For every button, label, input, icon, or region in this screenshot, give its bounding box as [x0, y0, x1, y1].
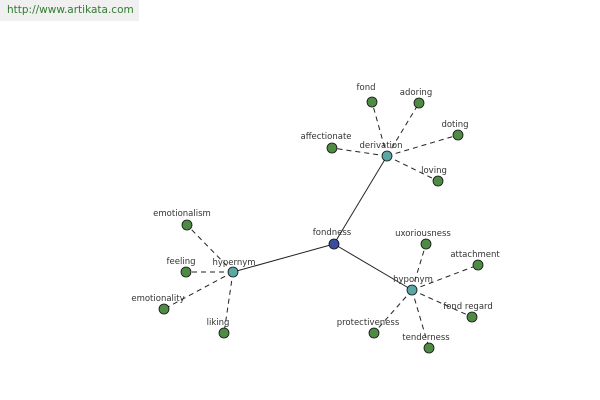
term-emotionalism-label: emotionalism [153, 209, 211, 219]
edge-derivation-loving [386, 155, 439, 182]
term-uxoriousness-node[interactable] [420, 238, 432, 250]
term-liking-node[interactable] [218, 327, 230, 339]
relation-derivation-label: derivation [359, 141, 402, 151]
term-protectiveness-node[interactable] [368, 327, 380, 339]
term-attachment-label: attachment [450, 250, 500, 260]
edge-root-derivation [333, 155, 388, 245]
edge-hypernym-liking [223, 271, 234, 334]
edge-hyponym-tenderness [411, 289, 430, 349]
term-tenderness-node[interactable] [423, 342, 435, 354]
relation-hypernym-node[interactable] [227, 266, 239, 278]
term-uxoriousness-label: uxoriousness [395, 229, 451, 239]
term-loving-label: loving [421, 166, 447, 176]
term-adoring-label: adoring [400, 88, 432, 98]
term-emotionality-node[interactable] [158, 303, 170, 315]
term-fond-node[interactable] [366, 96, 378, 108]
term-emotionalism-node[interactable] [181, 219, 193, 231]
edge-derivation-adoring [386, 102, 420, 157]
edge-root-hypernym [232, 243, 335, 273]
relation-derivation-node[interactable] [381, 150, 393, 162]
term-adoring-node[interactable] [413, 97, 425, 109]
edge-root-hyponym [333, 243, 413, 291]
term-attachment-node[interactable] [472, 259, 484, 271]
term-loving-node[interactable] [432, 175, 444, 187]
edge-derivation-affectionate [331, 147, 388, 157]
term-affectionate-node[interactable] [326, 142, 338, 154]
edge-derivation-doting [386, 134, 459, 157]
term-fond-regard-node[interactable] [466, 311, 478, 323]
graph-edges [163, 101, 479, 349]
graph-nodes: fondness derivation fond adoring doting affec… [131, 83, 500, 354]
term-liking-label: liking [207, 318, 230, 328]
edge-hyponym-protectiveness [373, 289, 413, 334]
edge-hyponym-uxoriousness [411, 243, 427, 291]
relation-hyponym-label: hyponym [393, 275, 433, 285]
term-protectiveness-label: protectiveness [337, 318, 400, 328]
term-feeling-node[interactable] [180, 266, 192, 278]
term-feeling-label: feeling [167, 257, 196, 267]
term-fond-regard-label: fond regard [443, 302, 493, 312]
term-fond-label: fond [357, 83, 376, 93]
root-fondness-node[interactable] [328, 238, 340, 250]
term-affectionate-label: affectionate [300, 132, 351, 142]
edge-hypernym-emotionality [163, 271, 234, 310]
edge-hyponym-attachment [411, 264, 479, 291]
root-fondness-label: fondness [313, 228, 352, 238]
edge-hypernym-emotionalism [186, 224, 234, 273]
site-url-link[interactable]: http://www.artikata.com [0, 0, 139, 21]
edge-derivation-fond [371, 101, 388, 157]
term-emotionality-label: emotionality [131, 294, 184, 304]
edge-hyponym-fond-regard [411, 289, 473, 318]
relation-hyponym-node[interactable] [406, 284, 418, 296]
term-tenderness-label: tenderness [402, 333, 450, 343]
relation-hypernym-label: hypernym [212, 258, 255, 268]
term-doting-node[interactable] [452, 129, 464, 141]
term-doting-label: doting [441, 120, 468, 130]
